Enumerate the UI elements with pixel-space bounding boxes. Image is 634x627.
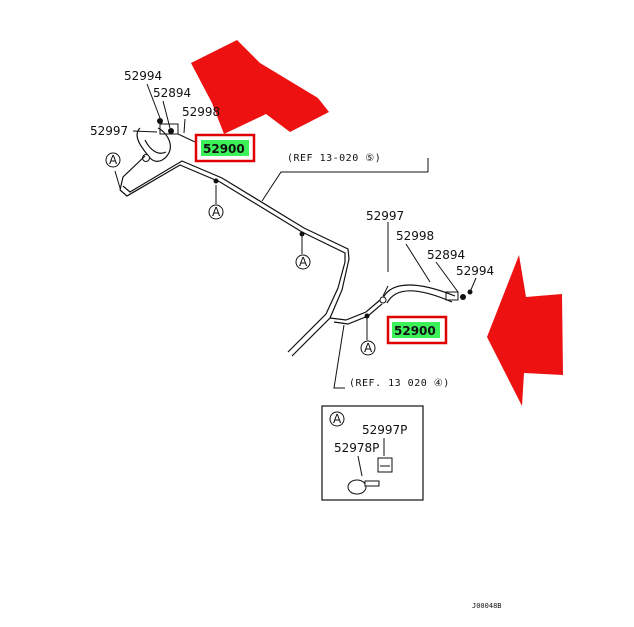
part-52997p-label: 52997P bbox=[362, 423, 407, 437]
svg-text:A: A bbox=[333, 412, 342, 426]
footer-code: J00048B bbox=[472, 602, 502, 610]
part-52894-right-label: 52894 bbox=[427, 248, 465, 262]
callout-a-4: A bbox=[360, 313, 376, 356]
part-52900-left-highlight: 52900 bbox=[194, 133, 256, 163]
part-52997-right-label: 52997 bbox=[366, 209, 404, 223]
bolt-icon bbox=[168, 128, 174, 134]
clip-icon bbox=[377, 457, 393, 473]
inset-detail-a: A 52997P 52978P bbox=[321, 405, 424, 501]
part-52997-left-label: 52997 bbox=[90, 124, 128, 138]
callout-a-3: A bbox=[295, 231, 311, 270]
bolt-icon bbox=[157, 118, 163, 124]
svg-text:52900: 52900 bbox=[203, 142, 245, 156]
svg-text:A: A bbox=[212, 205, 221, 219]
part-52978p-label: 52978P bbox=[334, 441, 379, 455]
svg-text:A: A bbox=[364, 341, 373, 355]
svg-text:A: A bbox=[299, 255, 308, 269]
red-arrow-top-icon bbox=[191, 40, 329, 134]
ref-lower-label: (REF. 13 020 ④) bbox=[349, 378, 450, 389]
part-52998-left-label: 52998 bbox=[182, 105, 220, 119]
part-52994-right-label: 52994 bbox=[456, 264, 494, 278]
bolt-icon bbox=[347, 479, 367, 495]
ref-upper-label: (REF 13-020 ⑤) bbox=[287, 153, 381, 164]
part-52998-right-label: 52998 bbox=[396, 229, 434, 243]
red-arrow-right-icon bbox=[487, 255, 563, 406]
callout-a-2: A bbox=[208, 178, 224, 220]
svg-text:52900: 52900 bbox=[394, 324, 436, 338]
part-52994-top-label: 52994 bbox=[124, 69, 162, 83]
part-52900-right-highlight: 52900 bbox=[386, 315, 448, 345]
svg-text:A: A bbox=[109, 153, 118, 167]
part-52894-left-label: 52894 bbox=[153, 86, 191, 100]
callout-a-1: A bbox=[105, 152, 121, 189]
